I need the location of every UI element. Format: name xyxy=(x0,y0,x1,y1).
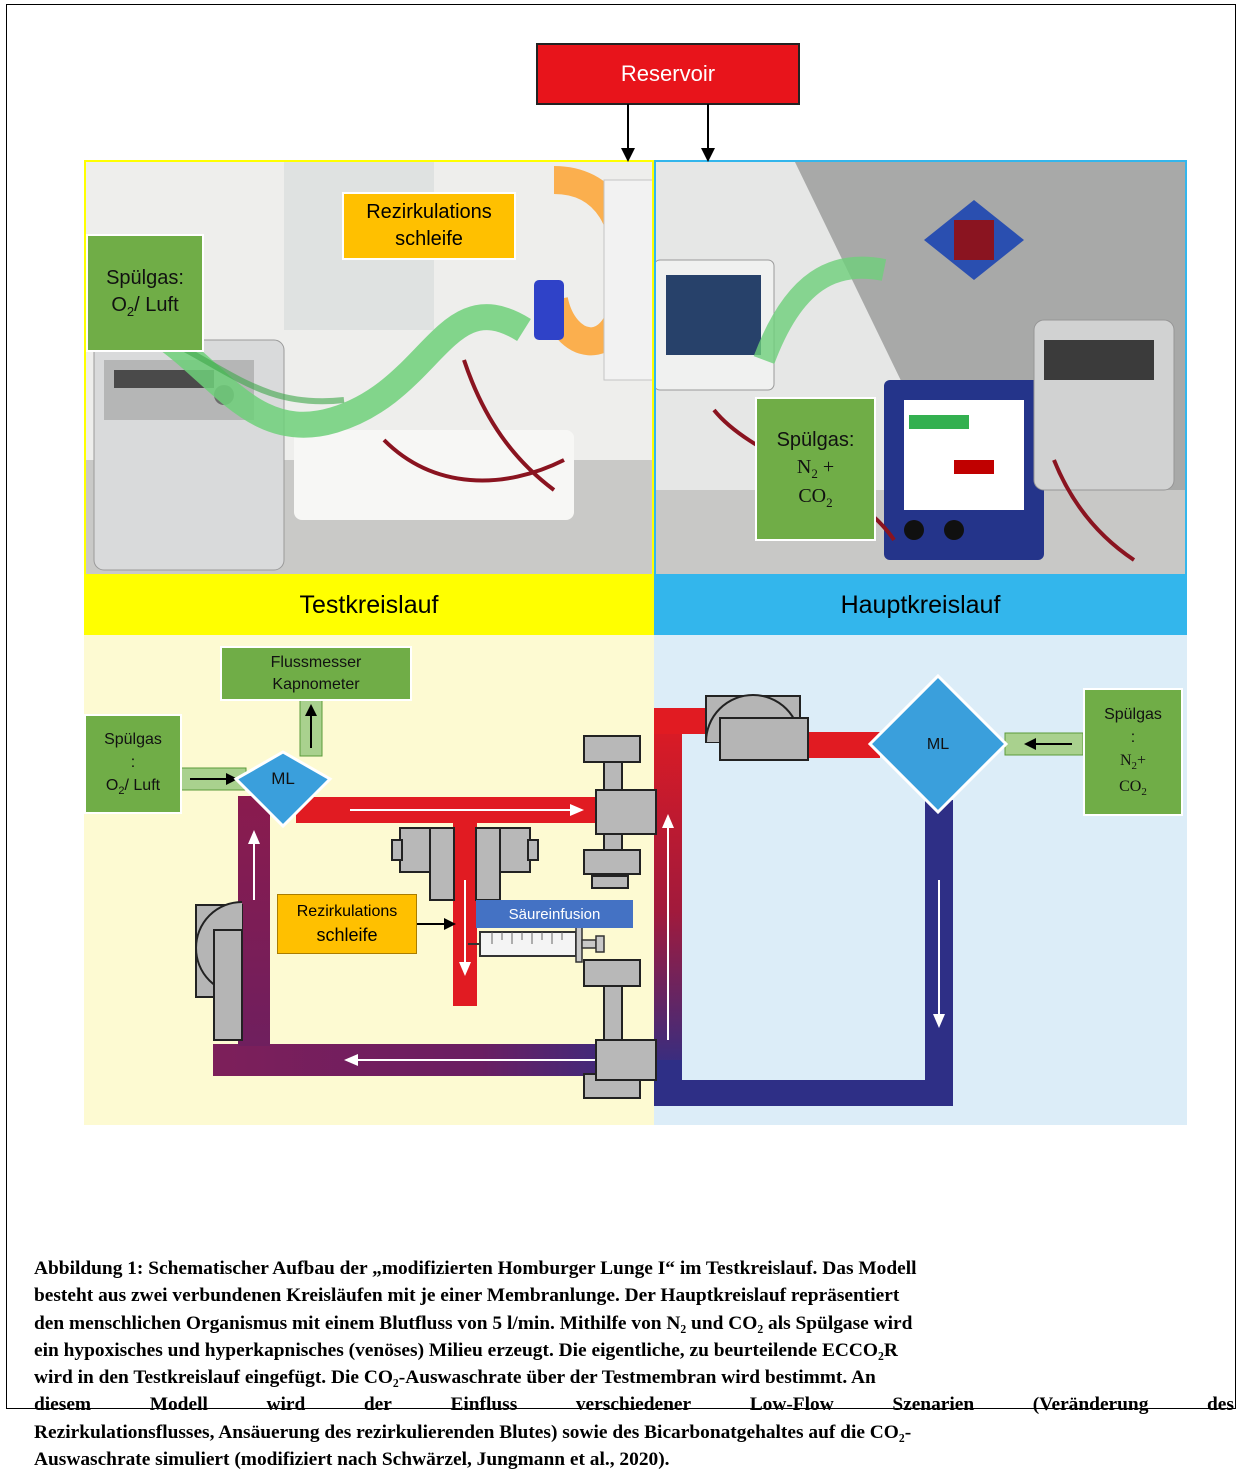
caption-word: Szenarien xyxy=(892,1394,975,1416)
ml-left-label: ML xyxy=(253,766,313,792)
schematic-rezirkulation-label: Rezirkulations schleife xyxy=(277,894,417,954)
main-photo-border xyxy=(654,160,1187,576)
caption-word: (Veränderung xyxy=(1032,1394,1149,1416)
caption-word: verschiedener xyxy=(575,1394,692,1416)
caption-word: Einfluss xyxy=(450,1394,518,1416)
schematic-rezirkulation-line2: schleife xyxy=(316,924,378,945)
test-circuit-band: Testkreislauf xyxy=(84,576,654,635)
photo-rezirkulation-line1: Rezirkulations xyxy=(366,201,492,223)
schematic-spuelgas-right-label: Spülgas : N2+ CO2 xyxy=(1083,688,1183,816)
caption-word: diesem xyxy=(34,1394,92,1416)
caption-word: Low-Flow xyxy=(749,1394,834,1416)
schematic-rezirkulation-line1: Rezirkulations xyxy=(296,903,398,921)
ml-left-text: ML xyxy=(271,769,295,788)
photo-spuelgas-right-line3: CO2 xyxy=(798,484,833,510)
test-photo-border xyxy=(84,160,654,576)
reservoir-box: Reservoir xyxy=(536,43,800,105)
reservoir-label: Reservoir xyxy=(620,61,716,86)
caption-line-2: besteht aus zwei verbundenen Kreisläufen… xyxy=(34,1285,900,1307)
photo-spuelgas-right-line2: N2 + xyxy=(796,455,835,481)
photo-spuelgas-left-line1: Spülgas: xyxy=(106,267,184,290)
schematic-spuelgas-left-line3: O2/ Luft xyxy=(105,777,161,798)
schematic-spuelgas-right-line3: N2+ xyxy=(1119,752,1147,773)
photo-rezirkulation-line2: schleife xyxy=(395,228,463,250)
schematic-spuelgas-right-line1: Spülgas xyxy=(1104,705,1162,723)
photo-rezirkulation-label: Rezirkulations schleife xyxy=(342,192,516,260)
figure-frame xyxy=(6,4,1236,1409)
caption-line-1: Abbildung 1: Schematischer Aufbau der „m… xyxy=(34,1258,917,1279)
saeureinfusion-label: Säureinfusion xyxy=(476,900,633,928)
caption-word: Modell xyxy=(149,1394,208,1416)
schematic-spuelgas-left-line2: : xyxy=(130,753,136,771)
photo-spuelgas-left-line2: O2/ Luft xyxy=(111,294,179,320)
photo-spuelgas-left-label: Spülgas: O2/ Luft xyxy=(86,234,204,352)
ml-right-text: ML xyxy=(926,736,950,753)
caption-line-5: wird in den Testkreislauf eingefügt. Die… xyxy=(34,1367,876,1389)
photo-spuelgas-right-label: Spülgas: N2 + CO2 xyxy=(755,397,876,541)
caption-word: der xyxy=(363,1394,392,1416)
test-circuit-title: Testkreislauf xyxy=(299,591,439,619)
schematic-spuelgas-right-line2: : xyxy=(1130,728,1136,746)
caption-line-3: den menschlichen Organismus mit einem Bl… xyxy=(34,1312,913,1334)
main-circuit-band: Hauptkreislauf xyxy=(654,576,1187,635)
caption-line-6: diesem Modell wird der Einfluss verschiedener… xyxy=(34,1391,1234,1418)
main-circuit-title: Hauptkreislauf xyxy=(840,591,1001,619)
photo-main-circuit xyxy=(654,160,1187,576)
schematic-spuelgas-left-label: Spülgas : O2/ Luft xyxy=(84,714,182,814)
schematic-spuelgas-left-line1: Spülgas xyxy=(104,730,162,748)
flussmesser-label: Flussmesser Kapnometer xyxy=(220,646,412,701)
flussmesser-line1: Flussmesser xyxy=(270,653,362,671)
photo-spuelgas-right-line1: Spülgas: xyxy=(776,428,855,451)
caption-word: des xyxy=(1207,1394,1234,1416)
caption-line-7: Rezirkulationsflusses, Ansäuerung des re… xyxy=(34,1421,912,1443)
ml-right-label: ML xyxy=(908,732,968,758)
reservoir-arrows xyxy=(621,104,715,162)
circuit-schematic xyxy=(177,673,1084,1106)
caption-line-8: Auswaschrate simuliert (modifiziert nach… xyxy=(34,1449,670,1471)
caption-word: wird xyxy=(266,1394,306,1416)
saeureinfusion-text: Säureinfusion xyxy=(508,905,601,923)
flussmesser-line2: Kapnometer xyxy=(272,675,360,693)
figure-caption: Abbildung 1: Schematischer Aufbau der „m… xyxy=(34,1255,1234,1473)
caption-line-4: ein hypoxisches und hyperkapnisches (ven… xyxy=(34,1339,898,1361)
schematic-spuelgas-right-line4: CO2 xyxy=(1119,778,1147,799)
